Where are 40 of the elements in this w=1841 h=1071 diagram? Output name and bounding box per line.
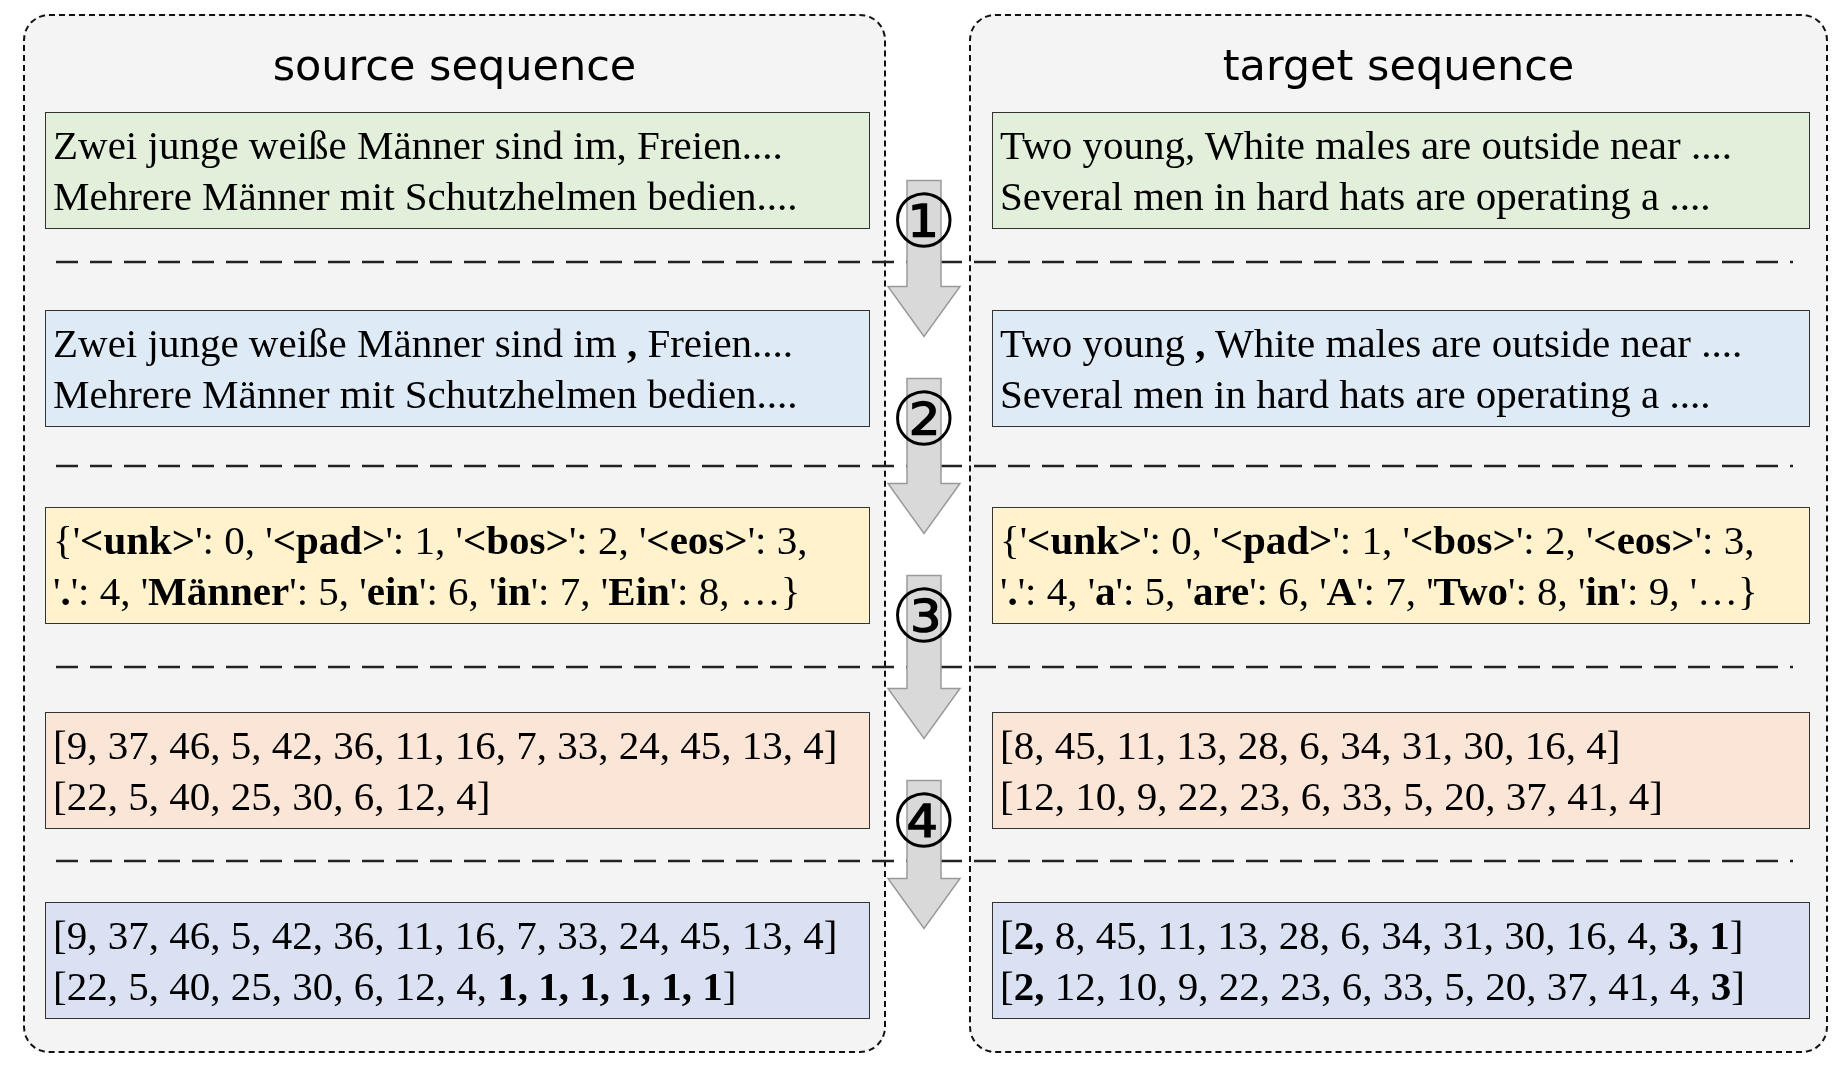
data-box	[45, 902, 870, 1019]
direction-arrow	[886, 779, 962, 930]
step-number: ②	[890, 381, 958, 456]
data-box	[992, 310, 1810, 427]
sentence-text: Mehrere Männer mit Schutzhelmen bedien....	[53, 171, 798, 221]
direction-arrow	[886, 377, 962, 535]
group-panel	[23, 14, 886, 1053]
sentence-text: Several men in hard hats are operating a ....	[1000, 369, 1711, 419]
index-list: [9, 37, 46, 5, 42, 36, 11, 16, 7, 33, 24, 45, 13, 4]	[53, 910, 838, 961]
index-list: [2, 8, 45, 11, 13, 28, 6, 34, 31, 30, 16, 4, 3, 1]	[1000, 910, 1744, 961]
sentence-text: Two young, White males are outside near ....	[1000, 121, 1732, 171]
panel-title: source sequence	[272, 40, 637, 92]
index-list: [22, 5, 40, 25, 30, 6, 12, 4]	[53, 770, 491, 821]
vocabulary-text: {'<unk>': 0, '<pad>': 1, '<bos>': 2, '<eos>': 3, '.': 4, 'Männer': 5, 'ein': 6, 'in': 7, 'Ein': 8, …}	[53, 516, 809, 616]
sentence-text: Zwei junge weiße Männer sind im, Freien....	[53, 121, 783, 171]
sentence-text: Zwei junge weiße Männer sind im , Freien....	[53, 319, 794, 369]
sentence-text: Mehrere Männer mit Schutzhelmen bedien....	[53, 369, 798, 419]
step-number: ④	[890, 783, 958, 858]
direction-arrow	[886, 179, 962, 338]
data-box	[992, 112, 1810, 229]
vocabulary-text: {'<unk>': 0, '<pad>': 1, '<bos>': 2, '<eos>': 3, '.': 4, 'a': 5, 'are': 6, 'A': 7, 'Two': 8, 'in': 9, '…}	[1000, 516, 1759, 616]
data-box	[992, 507, 1810, 624]
index-list: [8, 45, 11, 13, 28, 6, 34, 31, 30, 16, 4]	[1000, 720, 1621, 771]
index-list: [12, 10, 9, 22, 23, 6, 33, 5, 20, 37, 41, 4]	[1000, 770, 1663, 821]
data-box	[992, 712, 1810, 829]
data-box	[45, 112, 870, 229]
panel-title: target sequence	[1222, 40, 1575, 92]
direction-arrow	[886, 574, 962, 740]
group-panel	[969, 14, 1828, 1053]
step-number: ①	[890, 183, 958, 258]
index-list: [22, 5, 40, 25, 30, 6, 12, 4, 1, 1, 1, 1, 1, 1]	[53, 960, 737, 1011]
data-box	[45, 507, 870, 624]
data-box	[992, 902, 1810, 1019]
step-number: ③	[890, 578, 958, 653]
sentence-text: Several men in hard hats are operating a ....	[1000, 171, 1711, 221]
data-box	[45, 310, 870, 427]
data-box	[45, 712, 870, 829]
sentence-text: Two young , White males are outside near ....	[1000, 319, 1743, 369]
index-list: [9, 37, 46, 5, 42, 36, 11, 16, 7, 33, 24, 45, 13, 4]	[53, 720, 838, 771]
index-list: [2, 12, 10, 9, 22, 23, 6, 33, 5, 20, 37, 41, 4, 3]	[1000, 960, 1745, 1011]
